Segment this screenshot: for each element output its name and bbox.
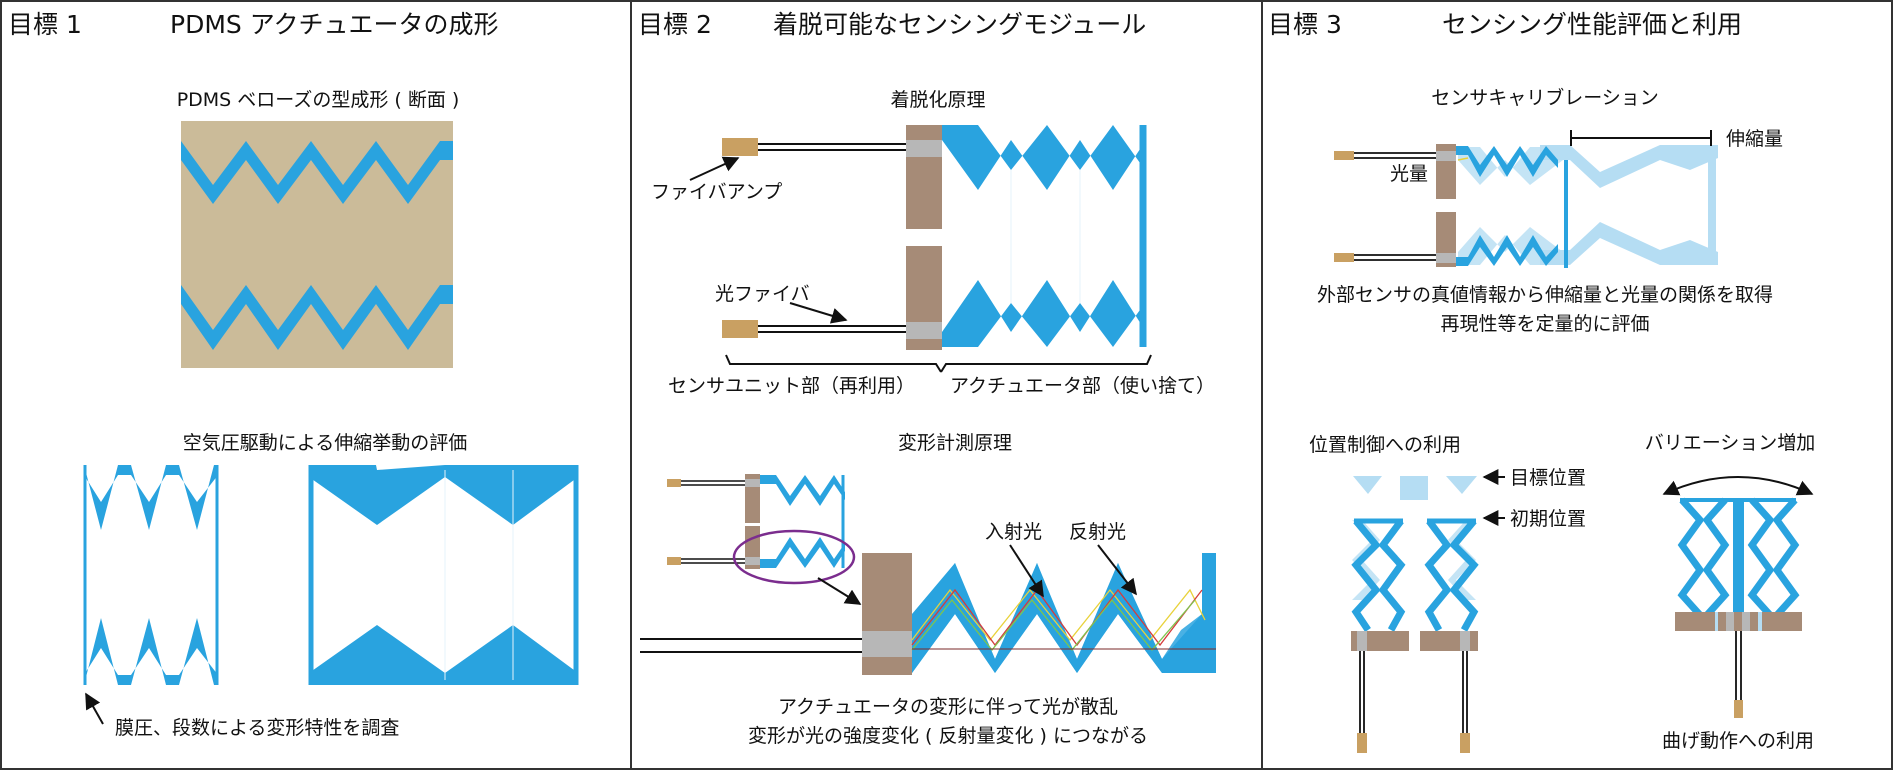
zoom-ellipse — [732, 529, 856, 585]
position-control-diagram — [1351, 476, 1479, 753]
goal-3-title: センシング性能評価と利用 — [1442, 10, 1742, 39]
position-caption: 位置制御への利用 — [1309, 434, 1461, 456]
target-pos-label: 目標位置 — [1510, 467, 1586, 489]
calib-caption: センサキャリブレーション — [1431, 86, 1659, 109]
reflected-arrow — [1097, 544, 1137, 596]
measure-caption: 変形計測原理 — [898, 432, 1012, 454]
zoomed-detail — [640, 553, 1216, 675]
light-amount-label: 光量 — [1390, 163, 1428, 185]
calibration-diagram — [1334, 130, 1718, 268]
bending-caption: 曲げ動作への利用 — [1662, 730, 1814, 752]
panel-goal-2: 目標 2 着脱可能なセンシングモジュール 着脱化原理 ファイバアンプ 光ファイバ — [638, 10, 1216, 747]
goal-2-title: 着脱可能なセンシングモジュール — [773, 10, 1146, 39]
small-sensing-module — [667, 474, 845, 569]
incident-arrow — [1009, 544, 1044, 598]
detach-principle-diagram — [722, 125, 1147, 350]
reflected-light-label: 反射光 — [1069, 521, 1126, 543]
eval-caption: 空気圧駆動による伸縮挙動の評価 — [183, 432, 467, 454]
bellows-expanded — [308, 465, 579, 685]
membrane-note: 膜圧、段数による変形特性を調査 — [115, 717, 399, 739]
fiber-amp-arrow — [689, 156, 740, 181]
goal-2-label: 目標 2 — [638, 10, 712, 39]
zoom-arrow — [817, 577, 862, 605]
goal-3-label: 目標 3 — [1268, 10, 1342, 39]
optical-fiber-arrow — [789, 302, 848, 324]
initial-pos-label: 初期位置 — [1510, 508, 1586, 530]
actuator-unit-label: アクチュエータ部（使い捨て） — [950, 375, 1215, 397]
calib-note-line1: 外部センサの真値情報から伸縮量と光量の関係を取得 — [1317, 284, 1773, 306]
goal-1-title: PDMS アクチュエータの成形 — [170, 10, 498, 39]
fiber-amp-label: ファイバアンプ — [651, 181, 782, 203]
calib-note-line2: 再現性等を定量的に評価 — [1440, 313, 1649, 335]
goal-1-label: 目標 1 — [8, 10, 82, 39]
principle-caption: 着脱化原理 — [890, 89, 985, 111]
panel-goal-1: 目標 1 PDMS アクチュエータの成形 PDMS ベローズの型成形 ( 断面 … — [8, 10, 579, 739]
sensor-unit-brace — [725, 354, 942, 373]
actuator-unit-brace — [940, 354, 1152, 373]
bellows-contracted — [83, 465, 219, 685]
measure-note-line1: アクチュエータの変形に伴って光が散乱 — [778, 696, 1118, 718]
panel-goal-3: 目標 3 センシング性能評価と利用 センサキャリブレーション — [1268, 10, 1815, 753]
mold-caption: PDMS ベローズの型成形 ( 断面 ) — [177, 89, 460, 111]
variation-caption: バリエーション増加 — [1645, 432, 1816, 454]
pdms-mold-cross-section — [181, 121, 453, 368]
optical-fiber-label: 光ファイバ — [715, 283, 810, 305]
measure-note-line2: 変形が光の強度変化 ( 反射量変化 ) につながる — [748, 725, 1148, 747]
elongation-label: 伸縮量 — [1726, 128, 1783, 150]
sensor-unit-label: センサユニット部（再利用） — [668, 375, 915, 397]
bending-diagram — [1662, 476, 1814, 718]
incident-light-label: 入射光 — [985, 521, 1042, 543]
